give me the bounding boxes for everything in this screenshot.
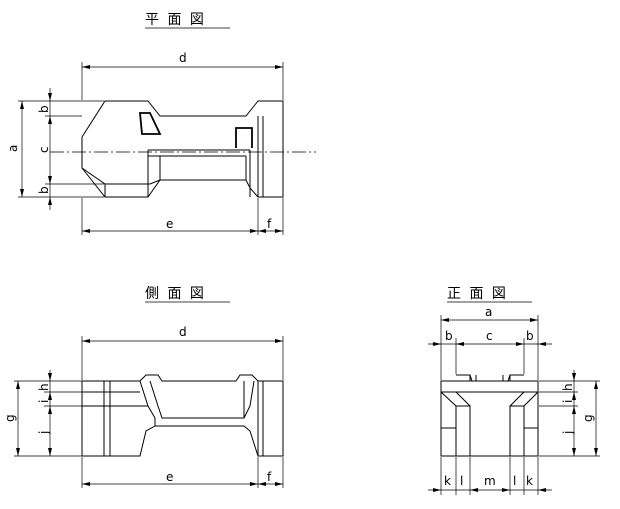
front-dim-g-arrow-top <box>594 381 598 389</box>
side-title: 側 面 図 <box>145 286 206 302</box>
side-dim-e-label: e <box>166 470 173 484</box>
front-dim-c-arrow-left <box>456 342 464 346</box>
front-dim-j-arrow-top <box>572 406 576 414</box>
dim-c-arrow-bottom <box>48 176 52 184</box>
front-dim-m-label: m <box>484 474 496 488</box>
dim-a-arrow-top <box>20 101 24 109</box>
plan-mark-left <box>139 112 162 135</box>
side-dim-e-arrow-left <box>82 482 90 486</box>
front-dim-a-arrow-right <box>530 318 538 322</box>
front-dim-a-arrow-left <box>441 318 449 322</box>
front-left-leg-inner <box>455 391 471 456</box>
front-dim-b2-label: b <box>526 329 534 343</box>
front-dim-k2-label: k <box>526 474 533 488</box>
dim-a-arrow-bottom <box>20 189 24 197</box>
side-dim-j-label: j <box>37 431 51 435</box>
front-dim-l2-label: l <box>513 474 516 488</box>
dim-b1-arrow-top <box>48 93 52 101</box>
side-dim-g-arrow-top <box>16 381 20 389</box>
front-dim-i-label: i <box>561 400 575 403</box>
side-slope-left <box>139 380 156 426</box>
front-dim-j-arrow-bottom <box>572 448 576 456</box>
side-outline <box>81 374 284 457</box>
front-dim-g-label: g <box>581 414 595 422</box>
side-dim-f-arrow-left <box>258 482 266 486</box>
plan-outline <box>81 100 284 198</box>
side-view: 側 面 図 d e f <box>3 286 284 488</box>
side-dim-g-arrow-bottom <box>16 448 20 456</box>
side-dim-f-arrow-right <box>275 482 283 486</box>
front-dim-m-arrow-left <box>470 488 478 492</box>
side-dim-f-label: f <box>267 470 272 484</box>
front-dim-b2-arrow <box>538 342 546 346</box>
front-dim-l1-label: l <box>460 474 463 488</box>
front-dim-k1-label: k <box>444 474 451 488</box>
dim-e-label: e <box>166 217 173 231</box>
front-dim-c-label: c <box>486 329 493 343</box>
front-dim-k1-arrow <box>433 488 441 492</box>
side-dim-d-arrow-left <box>82 339 90 343</box>
plan-inner-lower-left <box>81 167 161 185</box>
dim-c-arrow-top <box>48 116 52 124</box>
front-right-leg-inner <box>509 391 525 456</box>
front-dim-k2-arrow <box>538 488 546 492</box>
dim-f-label: f <box>267 217 272 231</box>
dim-f-arrow-left <box>258 229 266 233</box>
front-dim-h-arrow-bottom <box>572 392 576 400</box>
side-dim-h-arrow-bottom <box>48 392 52 400</box>
front-dim-j-label: j <box>561 431 575 435</box>
front-dim-m-arrow-right <box>502 488 510 492</box>
front-dim-c-arrow-right <box>516 342 524 346</box>
dim-a-label: a <box>6 145 20 152</box>
plan-view: 平 面 図 d e <box>6 12 316 235</box>
front-dim-b1-arrow <box>433 342 441 346</box>
front-right-leg-outer <box>523 391 539 456</box>
side-dim-j-arrow-top <box>48 406 52 414</box>
plan-title: 平 面 図 <box>145 12 206 28</box>
front-title: 正 面 図 <box>447 286 508 302</box>
dim-e-arrow-left <box>82 229 90 233</box>
side-dim-g-label: g <box>3 414 17 422</box>
front-dim-h-label: h <box>561 383 575 391</box>
dim-d-arrow-left <box>82 65 90 69</box>
dim-d-arrow-right <box>275 65 283 69</box>
front-dim-h-arrow-top <box>572 373 576 381</box>
plan-mark-right <box>235 127 253 148</box>
side-dim-i-label: i <box>37 400 51 403</box>
dim-d-label: d <box>179 51 187 65</box>
dim-b1-label: b <box>37 105 51 113</box>
front-dim-b1-label: b <box>445 329 453 343</box>
dim-c-label: c <box>37 146 51 153</box>
dim-b2-arrow-bottom <box>48 197 52 205</box>
dim-e-arrow-right <box>250 229 258 233</box>
side-dim-e-arrow-right <box>250 482 258 486</box>
dim-b2-label: b <box>37 186 51 194</box>
side-dim-j-arrow-bottom <box>48 448 52 456</box>
front-dim-g-arrow-bottom <box>594 448 598 456</box>
dim-f-arrow-right <box>275 229 283 233</box>
side-dim-h-arrow-top <box>48 373 52 381</box>
side-inner-channel <box>149 380 255 419</box>
side-dim-d-arrow-right <box>275 339 283 343</box>
front-view: 正 面 図 a b c b <box>428 286 600 495</box>
front-dim-a-label: a <box>485 305 492 319</box>
front-outline <box>440 380 539 457</box>
front-left-leg-outer <box>440 391 457 456</box>
side-dim-h-label: h <box>37 383 51 391</box>
side-dim-d-label: d <box>179 325 187 339</box>
